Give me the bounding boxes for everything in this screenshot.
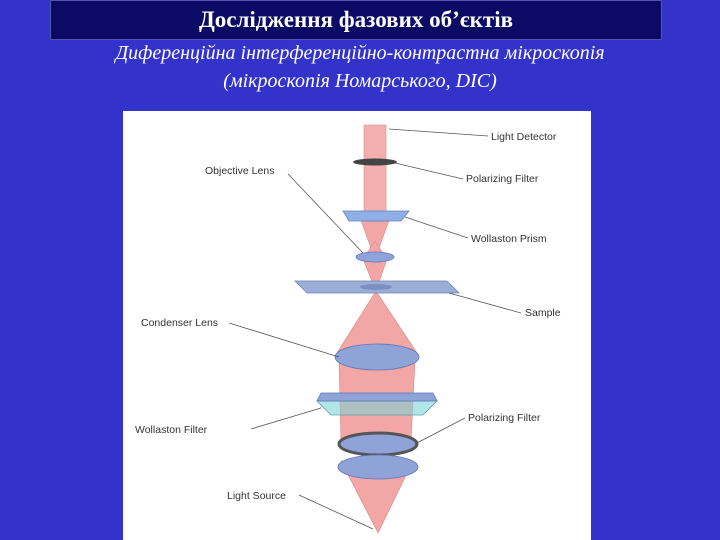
polarizing-filter-top-shape [353,158,397,166]
title-bar: Дослідження фазових об’єктів [50,0,662,40]
leader-polarizing-filter-top [394,162,464,180]
leader-polarizing-filter-bottom [414,417,466,445]
leader-objective-lens [287,173,364,254]
subtitle-line-2: (мікроскопія Номарського, DIC) [223,70,497,92]
objective-lens-shape [355,251,395,263]
label-wollaston-filter: Wollaston Filter [135,424,208,436]
wollaston-filter-shape [316,400,438,416]
label-condenser-lens: Condenser Lens [141,317,218,329]
leader-wollaston-filter [250,407,322,430]
condenser-lens-shape [334,343,420,371]
label-light-detector: Light Detector [491,131,557,143]
leader-wollaston-prism [404,216,469,239]
leader-sample [448,292,522,314]
polarizing-filter-bottom-shape [337,431,419,457]
light-source-lens-shape [337,454,419,480]
slide-title: Дослідження фазових об’єктів [198,7,514,32]
label-objective-lens: Objective Lens [205,165,274,177]
dic-microscope-diagram: Light Detector Polarizing Filter Objecti… [123,111,591,540]
subtitle-line-1: Диференційна інтерференційно-контрастна … [115,42,605,64]
label-sample: Sample [525,307,561,319]
diagram-svg: Light Detector Polarizing Filter Objecti… [135,124,561,534]
label-light-source: Light Source [227,490,286,502]
label-polarizing-filter-bottom: Polarizing Filter [468,412,541,424]
sample-specimen [360,284,392,290]
label-wollaston-prism: Wollaston Prism [471,233,547,245]
leader-light-source [298,494,374,530]
label-polarizing-filter-top: Polarizing Filter [466,173,539,185]
beam-detector-column [363,124,387,216]
leader-light-detector [388,128,489,137]
wollaston-filter-shape-upper [316,392,438,402]
wollaston-prism-shape [342,210,410,222]
leader-condenser-lens [228,322,340,358]
